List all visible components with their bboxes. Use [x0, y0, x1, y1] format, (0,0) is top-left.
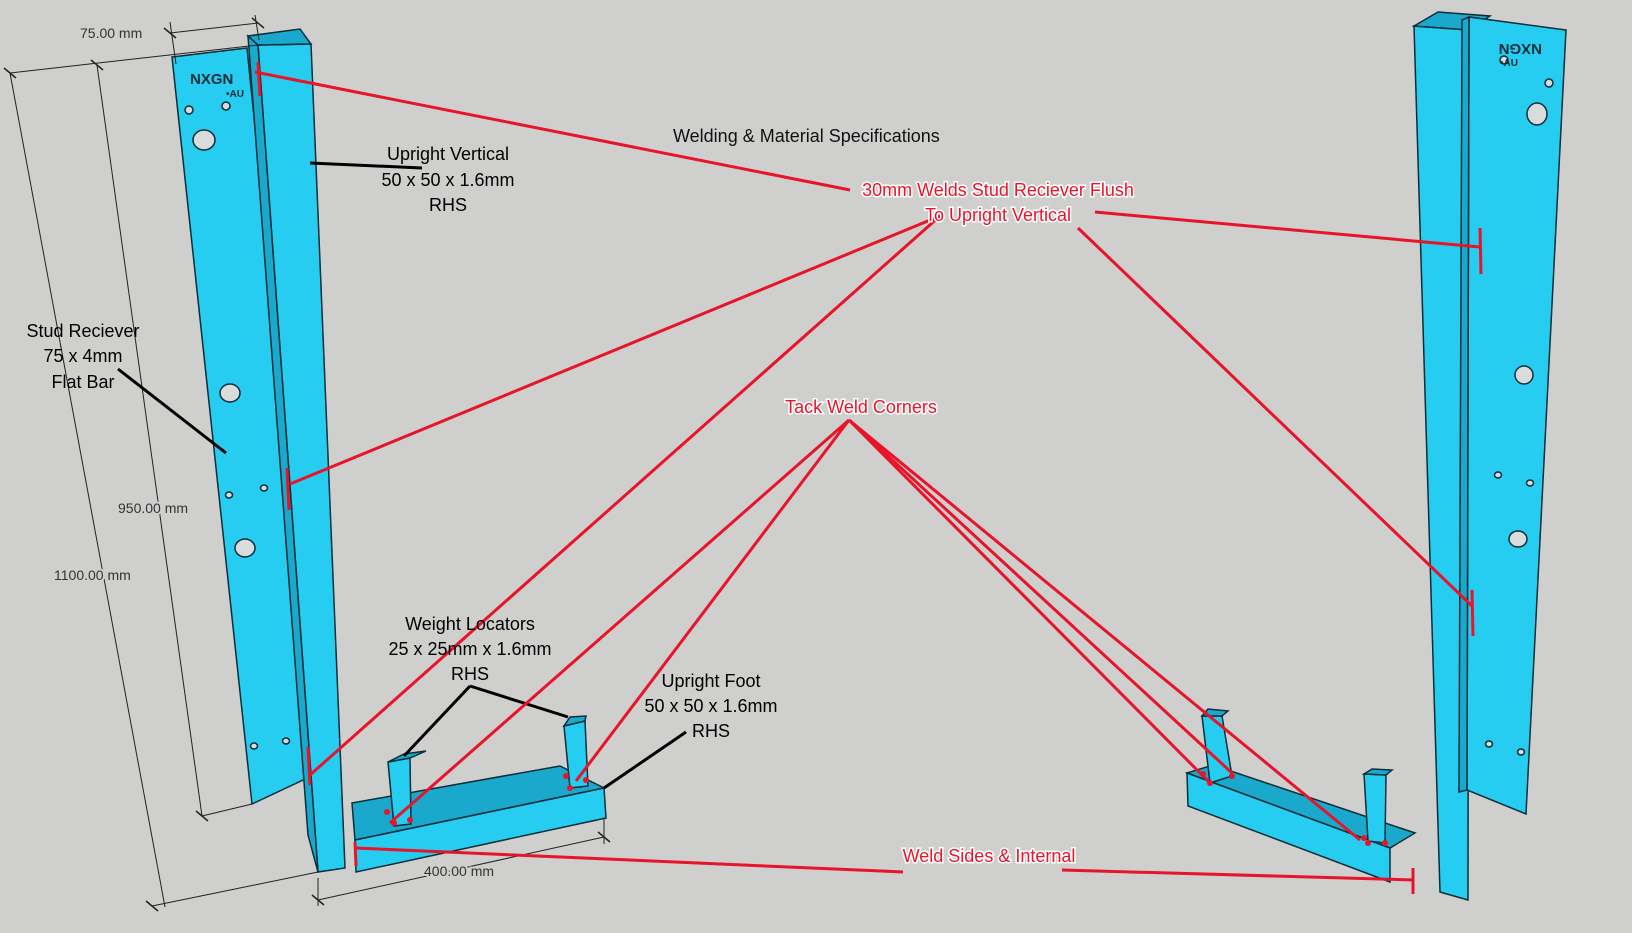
- label-upright-vertical: Upright Vertical 50 x 50 x 1.6mm RHS: [381, 144, 514, 215]
- svg-text:Flat Bar: Flat Bar: [51, 372, 114, 392]
- svg-text:RHS: RHS: [429, 195, 467, 215]
- left-logo: NXGN: [190, 71, 233, 88]
- svg-text:To Upright Vertical: To Upright Vertical: [925, 205, 1071, 225]
- right-logo: NXGN: [1499, 40, 1542, 57]
- svg-text:50 x 50 x 1.6mm: 50 x 50 x 1.6mm: [381, 170, 514, 190]
- left-upright-top: [246, 28, 313, 46]
- svg-text:30mm Welds Stud Reciever Flush: 30mm Welds Stud Reciever Flush: [862, 180, 1134, 200]
- right-logo-sub: •AU: [1500, 58, 1518, 69]
- callout-tack-weld: Tack Weld Corners: [785, 397, 937, 417]
- callout-welds-flush: 30mm Welds Stud Reciever Flush To Uprigh…: [861, 179, 1136, 227]
- dim-width-label: 75.00 mm: [80, 25, 142, 41]
- dim-total-height-label: 1100.00 mm: [54, 567, 131, 583]
- svg-text:Upright Foot: Upright Foot: [661, 671, 760, 691]
- svg-text:RHS: RHS: [692, 721, 730, 741]
- left-frame: NXGN •AU: [171, 28, 607, 873]
- label-upright-foot: Upright Foot 50 x 50 x 1.6mm RHS: [644, 671, 777, 741]
- svg-text:25 x 25mm x 1.6mm: 25 x 25mm x 1.6mm: [388, 639, 551, 659]
- dimension-ticks: [3, 17, 611, 912]
- red-tack-dots: [384, 771, 1388, 846]
- label-stud-reciever: Stud Reciever 75 x 4mm Flat Bar: [26, 321, 139, 392]
- dim-foot-length-label: 400.00 mm: [424, 863, 494, 879]
- label-weight-locators: Weight Locators 25 x 25mm x 1.6mm RHS: [388, 614, 551, 684]
- left-logo-sub: •AU: [226, 89, 244, 100]
- dim-reciever-height-label: 950.00 mm: [118, 500, 188, 516]
- left-reciever-holes: [184, 101, 291, 750]
- right-stud-reciever-edge: [1458, 15, 1470, 793]
- diagram-title: Welding & Material Specifications: [673, 126, 940, 146]
- svg-text:75 x 4mm: 75 x 4mm: [43, 346, 122, 366]
- right-foot-front: [1186, 771, 1391, 884]
- svg-text:50 x 50 x 1.6mm: 50 x 50 x 1.6mm: [644, 696, 777, 716]
- red-weld-marks: [256, 61, 1483, 894]
- callout-weld-sides: Weld Sides & Internal: [903, 846, 1076, 866]
- right-reciever-holes: [1484, 55, 1554, 756]
- svg-text:RHS: RHS: [451, 664, 489, 684]
- right-stud-reciever: [1466, 16, 1567, 816]
- svg-text:Weight Locators: Weight Locators: [405, 614, 535, 634]
- right-weight-locator-2: [1361, 768, 1394, 844]
- dimension-lines: [9, 14, 605, 908]
- right-frame: NXGN •AU: [1184, 11, 1567, 901]
- red-callout-lines: [254, 70, 1481, 882]
- black-leader-lines: [117, 161, 687, 790]
- svg-text:Stud Reciever: Stud Reciever: [26, 321, 139, 341]
- svg-text:Upright Vertical: Upright Vertical: [387, 144, 509, 164]
